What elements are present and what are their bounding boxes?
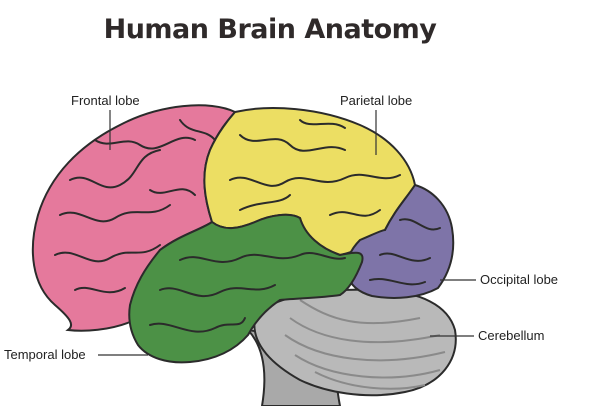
cerebellum-region bbox=[253, 288, 457, 397]
diagram-title: Human Brain Anatomy bbox=[103, 14, 437, 45]
label-leader-lines bbox=[98, 110, 476, 356]
frontal-lobe-label: Frontal lobe bbox=[71, 93, 140, 108]
occipital-lobe-label: Occipital lobe bbox=[480, 272, 559, 287]
temporal-lobe-label: Temporal lobe bbox=[4, 347, 86, 362]
cerebellum-folia bbox=[284, 299, 446, 390]
brain-sulci bbox=[54, 119, 441, 333]
cerebellum-label: Cerebellum bbox=[478, 328, 545, 343]
parietal-lobe-label: Parietal lobe bbox=[340, 93, 413, 108]
occipital-lobe-region bbox=[346, 183, 455, 299]
